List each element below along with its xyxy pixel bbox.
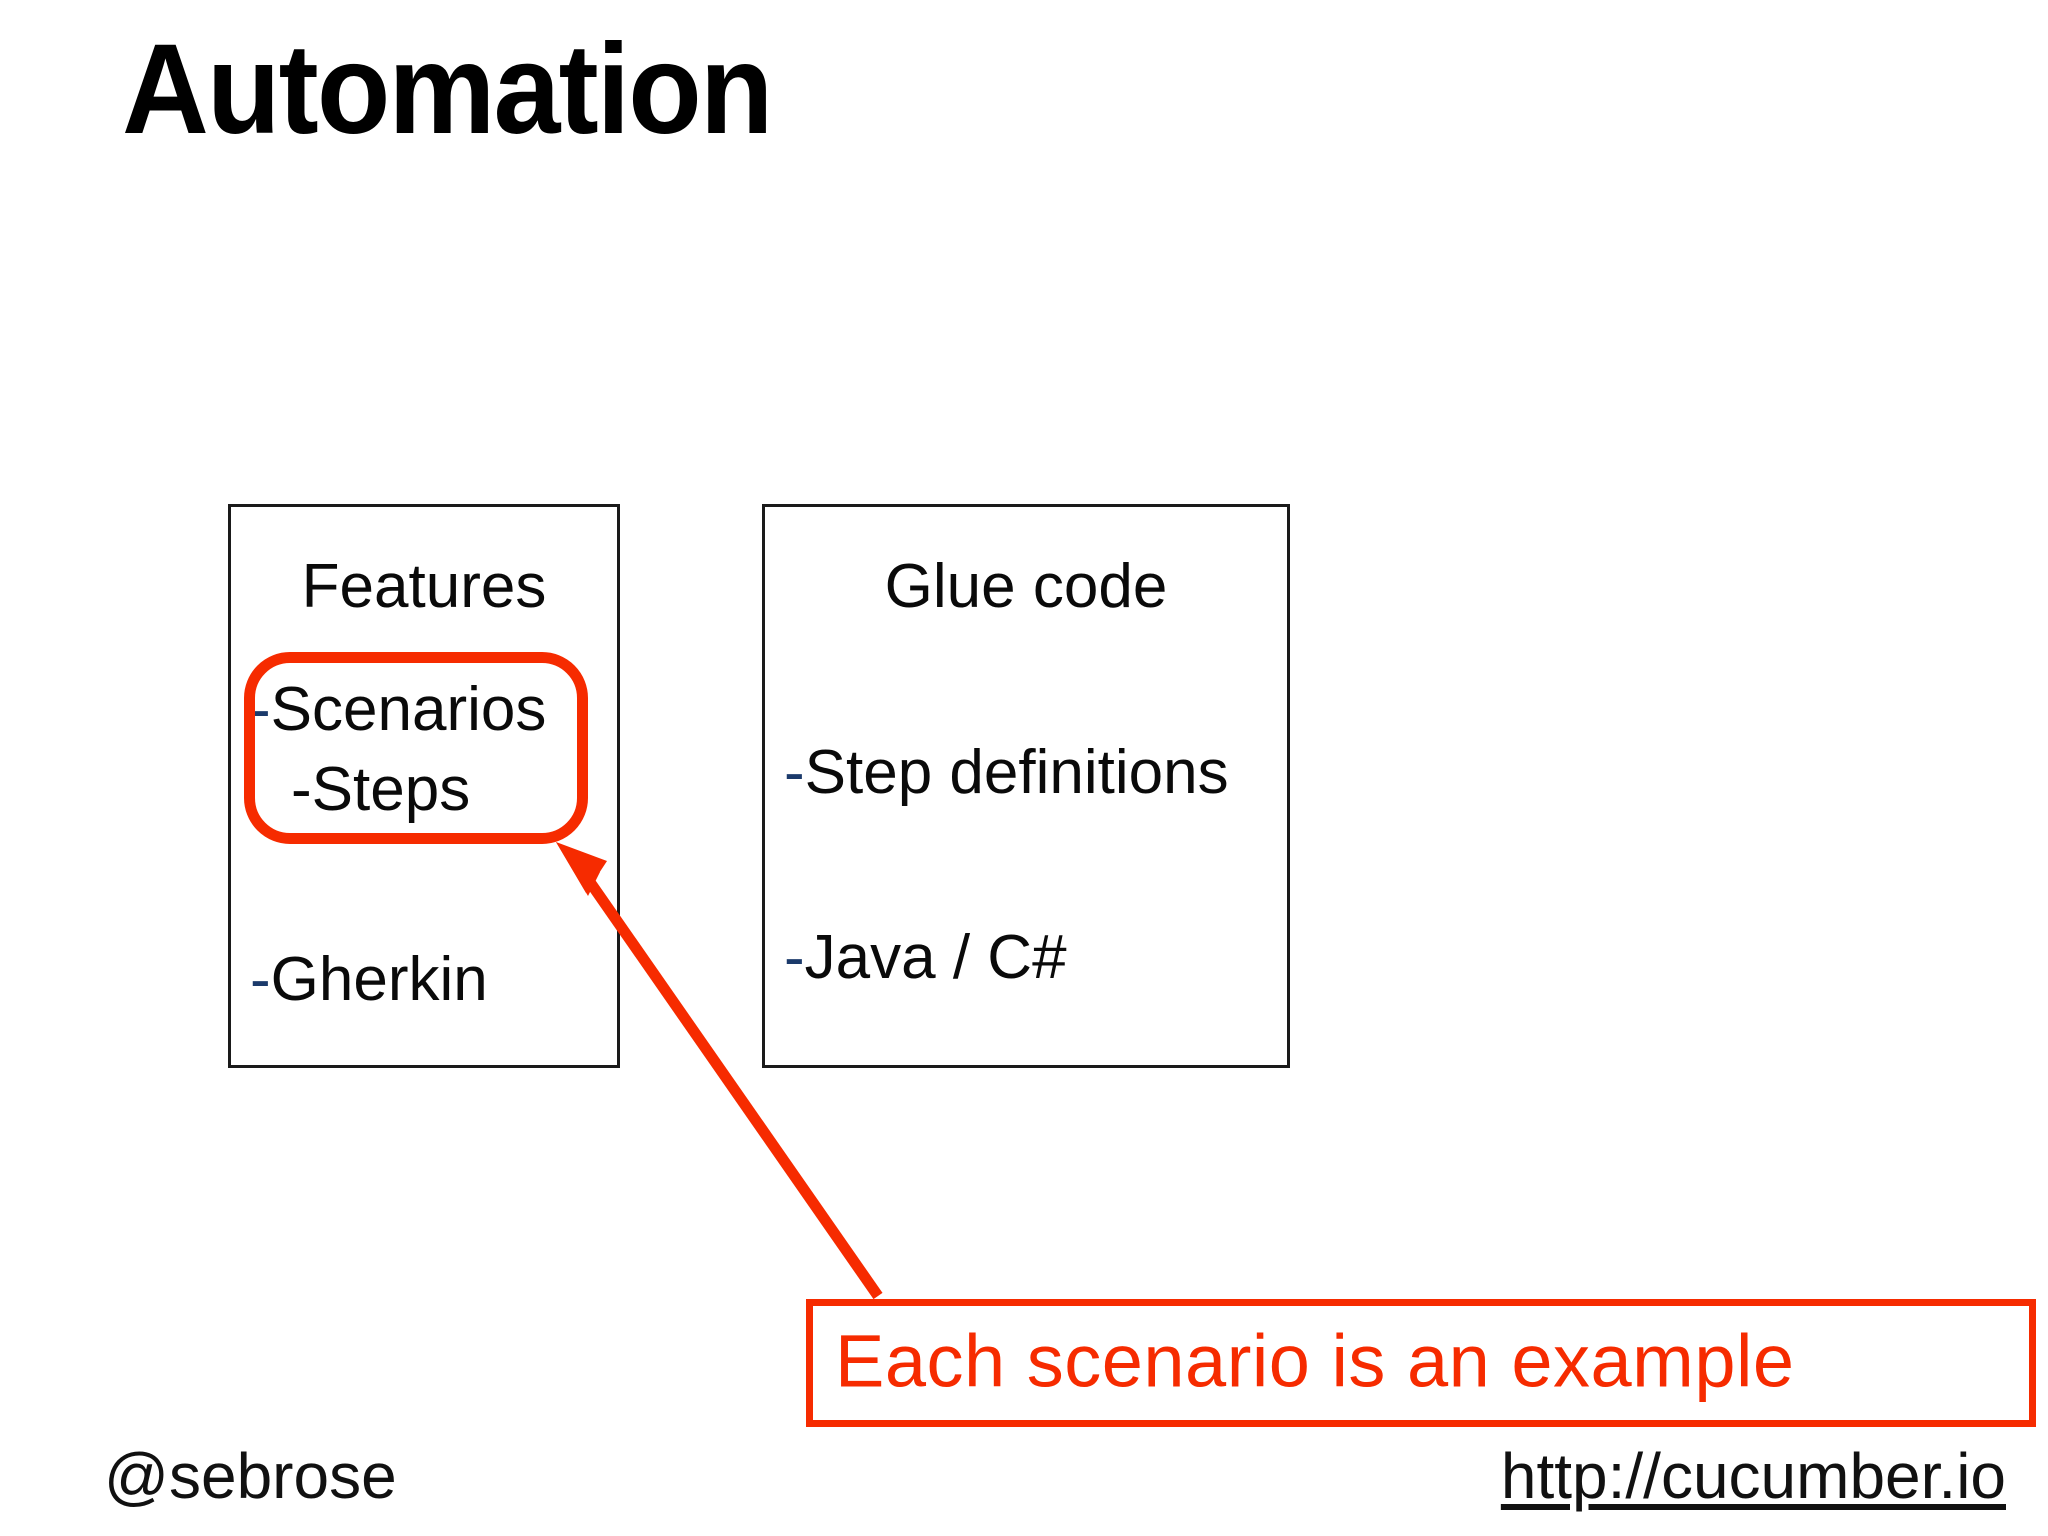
bullet-label-java-csharp: Java / C# [804, 923, 1067, 992]
footer-url-link[interactable]: http://cucumber.io [1500, 1440, 2006, 1512]
dash-bullet-icon: - [784, 738, 805, 807]
callout-box: Each scenario is an example [806, 1299, 2036, 1427]
diagram-box-glue-code: Glue code -Step definitions -Java / C# [762, 504, 1290, 1068]
callout-text: Each scenario is an example [835, 1319, 1795, 1403]
diagram-box-features: Features -Scenarios -Steps -Gherkin [228, 504, 620, 1068]
bullet-label-gherkin: Gherkin [270, 945, 488, 1014]
footer-twitter-handle: @sebrose [104, 1440, 397, 1512]
dash-bullet-icon: - [250, 675, 271, 744]
bullet-label-scenarios: Scenarios [270, 675, 547, 744]
bullet-item-steps: -Steps [291, 759, 470, 821]
bullet-label-steps: Steps [311, 755, 471, 824]
box-title-features: Features [301, 552, 547, 621]
bullet-item-scenarios: -Scenarios [250, 679, 546, 741]
bullet-label-step-definitions: Step definitions [804, 738, 1229, 807]
bullet-item-gherkin: -Gherkin [250, 949, 488, 1011]
bullet-item-step-definitions: -Step definitions [784, 742, 1229, 804]
box-title-glue-code: Glue code [884, 552, 1168, 621]
dash-bullet-icon: - [250, 945, 271, 1014]
page-title: Automation [122, 18, 773, 161]
bullet-item-java-csharp: -Java / C# [784, 927, 1067, 989]
dash-bullet-icon: - [784, 923, 805, 992]
dash-bullet-icon: - [291, 755, 312, 824]
